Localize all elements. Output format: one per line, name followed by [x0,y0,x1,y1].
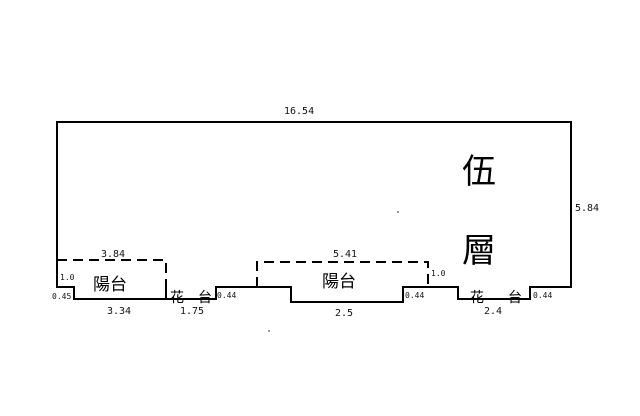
room-planter-right: 花台 [470,290,546,306]
dim-balcony-left-top: 3.84 [101,249,125,260]
dim-right-height: 5.84 [575,203,599,214]
balcony-left-boundary [57,259,167,287]
dim-balcony-mid-step: 0.44 [405,291,424,300]
scan-speck [268,330,270,332]
room-balcony-mid: 陽台 [322,272,356,292]
dim-balcony-mid-side: 1.0 [431,269,446,278]
room-planter-left: 花台 [170,290,226,306]
dim-balcony-mid-bottom: 2.5 [335,308,353,319]
floor-label-char-1: 伍 [462,152,496,192]
building-outline [56,121,572,303]
dim-planter-right-width: 2.4 [484,306,502,317]
dim-balcony-left-side: 1.0 [60,273,75,282]
dim-planter-left-step: 0.44 [217,291,236,300]
dim-planter-left-width: 1.75 [180,306,204,317]
balcony-mid-boundary [256,261,429,287]
dim-balcony-left-bottom: 3.34 [107,306,131,317]
scan-speck [397,211,399,213]
dim-balcony-left-step: 0.45 [52,292,71,301]
dim-top-width: 16.54 [284,106,314,117]
floor-label-char-2: 層 [462,231,496,271]
room-balcony-left: 陽台 [93,275,127,295]
dim-balcony-mid-top: 5.41 [333,249,357,260]
dim-planter-right-step: 0.44 [533,291,552,300]
